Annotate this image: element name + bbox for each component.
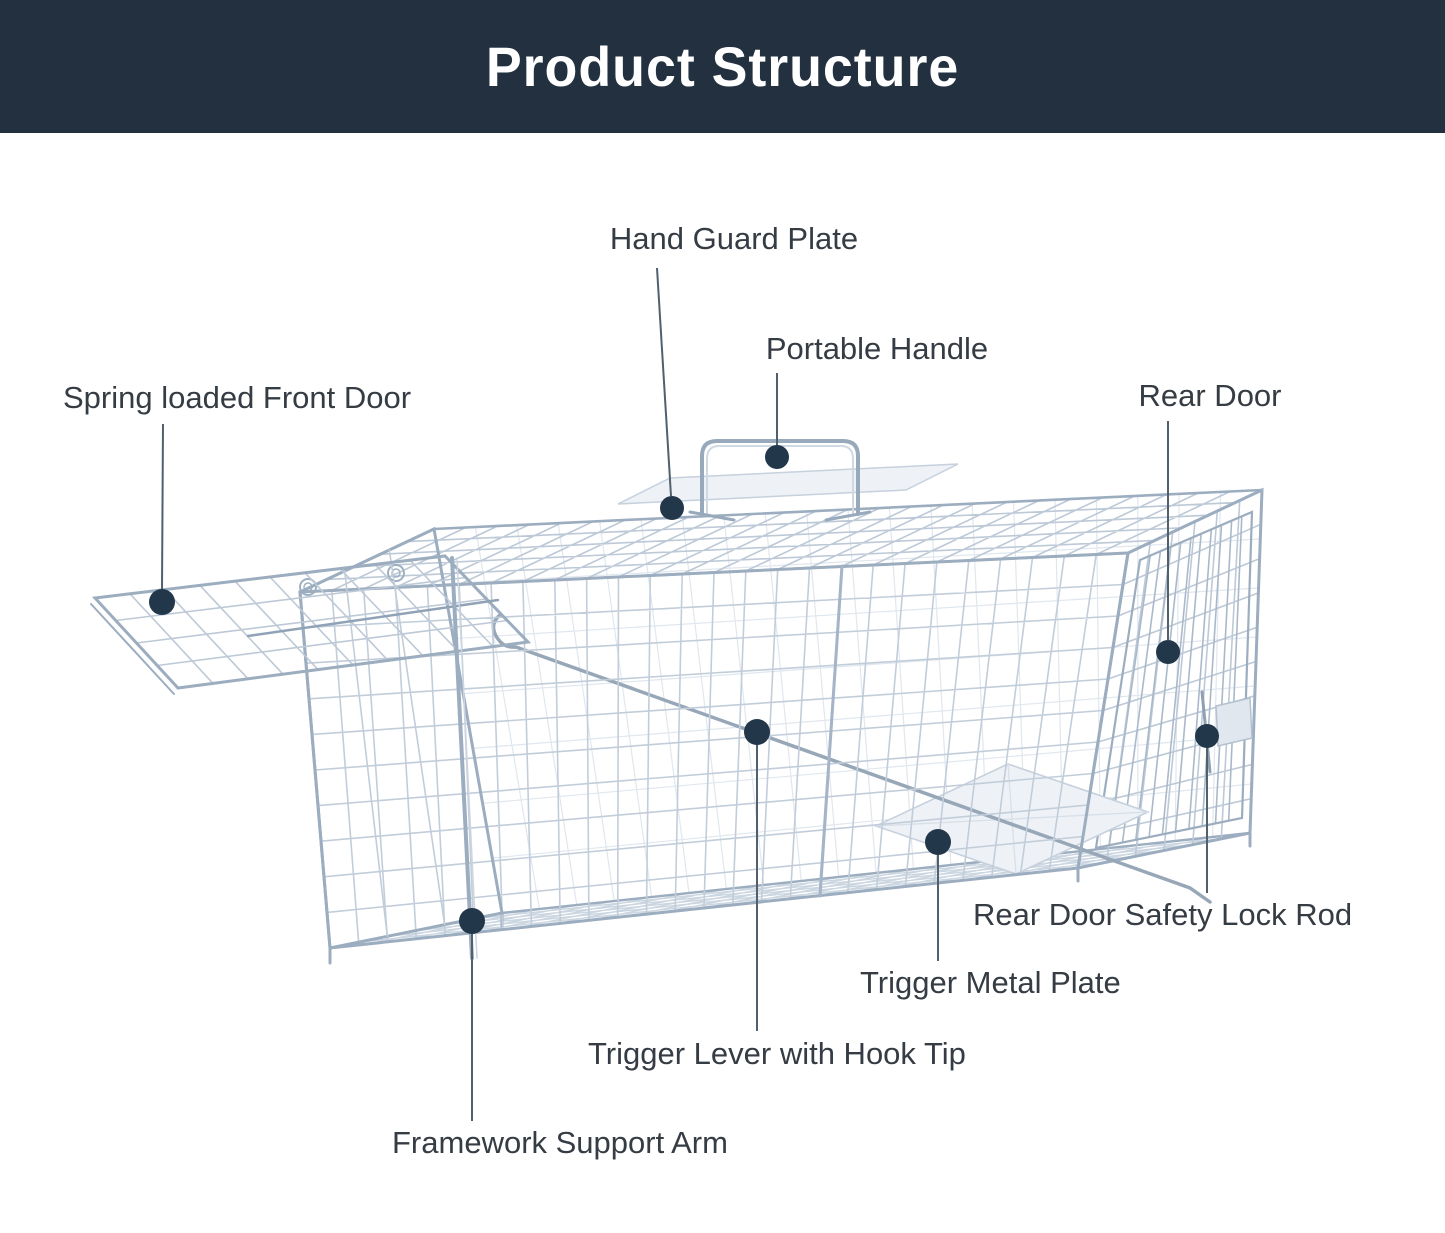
label-trigger-lever-with-hook-tip: Trigger Lever with Hook Tip — [588, 1036, 966, 1071]
rear-door-safety-lock-rod-dot — [1195, 724, 1219, 748]
rear-door-dot — [1156, 640, 1180, 664]
label-trigger-metal-plate: Trigger Metal Plate — [860, 965, 1121, 1000]
label-rear-door: Rear Door — [1138, 378, 1282, 413]
label-spring-loaded-front-door: Spring loaded Front Door — [63, 380, 412, 415]
framework-support-arm-dot — [459, 908, 485, 934]
leader-lines — [161, 267, 1208, 1121]
annotation-dots — [149, 445, 1219, 934]
trigger-lever-dot — [744, 719, 770, 745]
label-portable-handle: Portable Handle — [765, 331, 989, 366]
spring-loaded-front-door-leader-line — [161, 423, 164, 591]
header-banner: Product Structure — [0, 0, 1445, 133]
portable-handle-dot — [765, 445, 789, 469]
label-hand-guard-plate: Hand Guard Plate — [609, 221, 859, 256]
label-framework-support-arm: Framework Support Arm — [392, 1125, 728, 1160]
spring-loaded-front-door-dot — [149, 589, 175, 615]
hand-guard-plate-leader-line — [656, 267, 672, 497]
hand-guard-plate-dot — [660, 496, 684, 520]
trigger-metal-plate-dot — [925, 829, 951, 855]
label-rear-door-safety-lock-rod: Rear Door Safety Lock Rod — [973, 897, 1353, 932]
cage-art — [90, 439, 1264, 965]
page-title: Product Structure — [485, 35, 960, 98]
